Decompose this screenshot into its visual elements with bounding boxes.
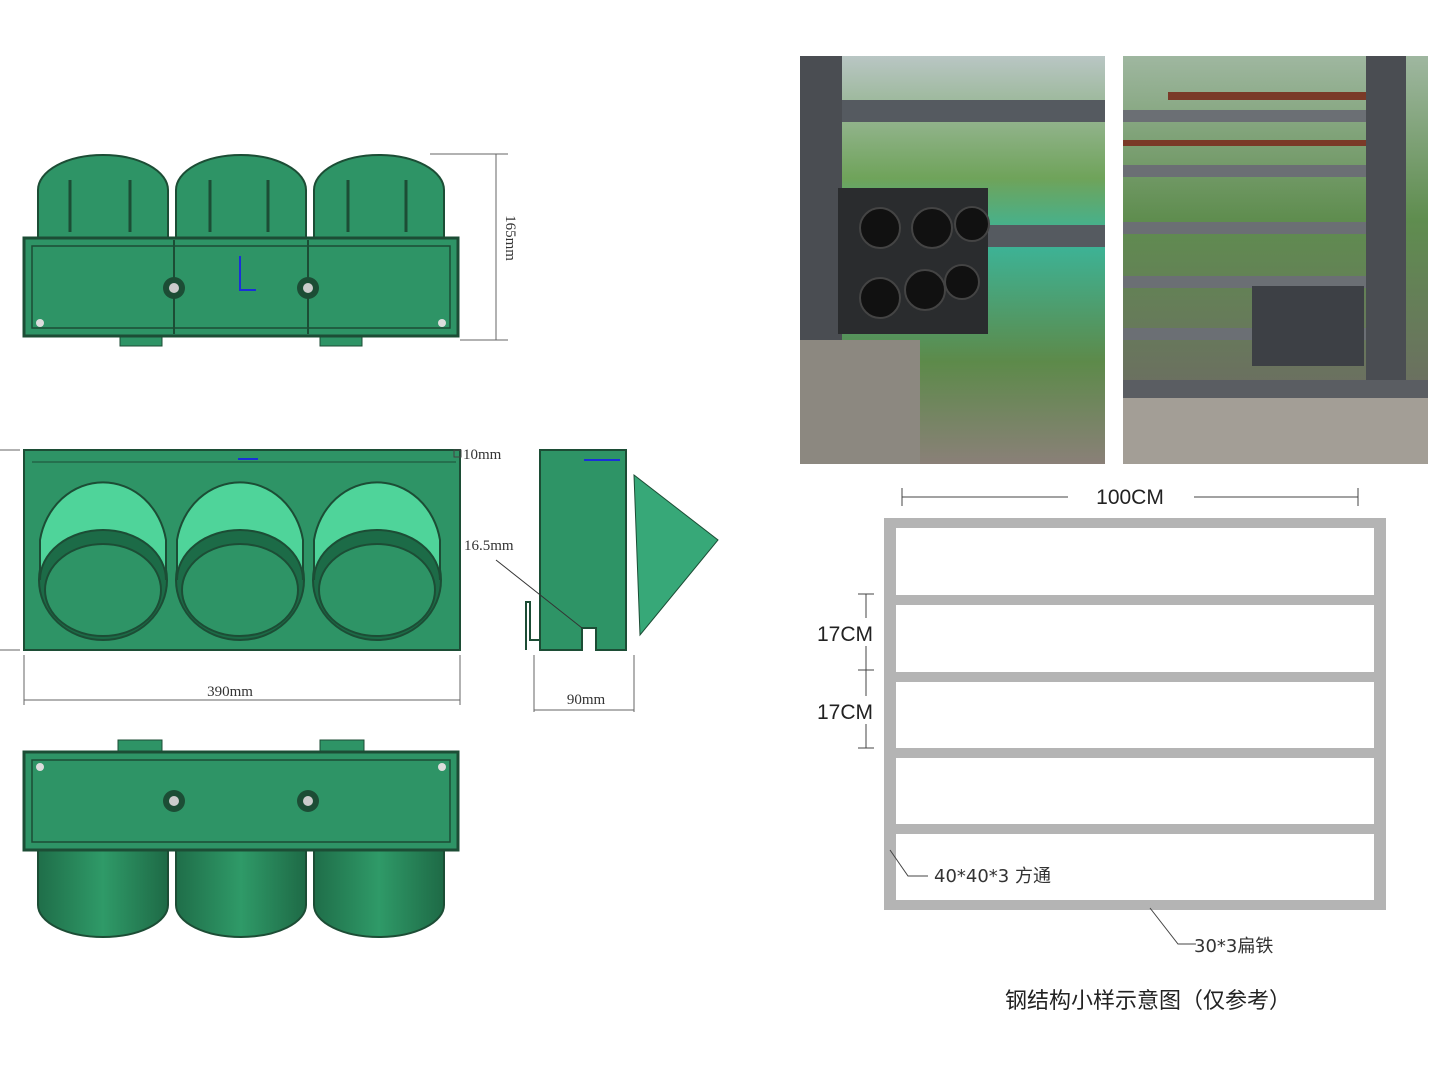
top-view-drawing: 165mm bbox=[22, 153, 518, 347]
installation-photo-right bbox=[1123, 56, 1428, 464]
width-dimension: 390mm bbox=[207, 684, 253, 700]
total-width-label: 100CM bbox=[1096, 486, 1164, 509]
spacing-label-2: 17CM bbox=[817, 701, 873, 724]
front-view-drawing: 390mm 10mm bbox=[0, 447, 502, 705]
installation-photo-left bbox=[800, 56, 1105, 464]
spacing-label-1: 17CM bbox=[817, 623, 873, 646]
post-spec-label: 40*40*3 方通 bbox=[934, 866, 1051, 887]
frame-bars bbox=[884, 518, 1386, 910]
frame-caption: 钢结构小样示意图（仅参考） bbox=[1005, 989, 1291, 1014]
slot-dimension: 16.5mm bbox=[464, 538, 514, 554]
bottom-view-drawing bbox=[22, 739, 460, 938]
side-view-drawing: 16.5mm 90mm bbox=[464, 449, 719, 712]
steel-frame-diagram: 100CM 17CM 17CM 40*40*3 方通 30*3扁铁 钢结构小样示… bbox=[812, 486, 1386, 1014]
depth-dimension: 90mm bbox=[567, 692, 606, 708]
height-dimension: 165mm bbox=[502, 215, 518, 261]
lip-dimension: 10mm bbox=[463, 447, 502, 463]
bar-spec-label: 30*3扁铁 bbox=[1194, 936, 1273, 957]
